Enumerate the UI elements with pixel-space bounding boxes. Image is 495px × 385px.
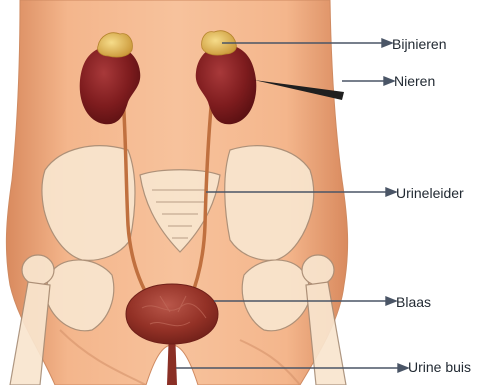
arrow-urinebuis bbox=[398, 364, 408, 372]
arrow-urineleider bbox=[386, 188, 396, 196]
right-femur-head bbox=[302, 255, 334, 285]
arrow-bijnieren bbox=[382, 39, 392, 47]
label-urineleider: Urineleider bbox=[396, 185, 464, 201]
bladder bbox=[126, 284, 218, 344]
arrow-nieren bbox=[384, 77, 394, 85]
label-nieren: Nieren bbox=[394, 73, 435, 89]
left-femur-head bbox=[22, 255, 54, 285]
label-blaas: Blaas bbox=[396, 294, 431, 310]
arrow-blaas bbox=[386, 297, 396, 305]
label-bijnieren: Bijnieren bbox=[392, 36, 446, 52]
label-urinebuis: Urine buis bbox=[408, 359, 471, 375]
